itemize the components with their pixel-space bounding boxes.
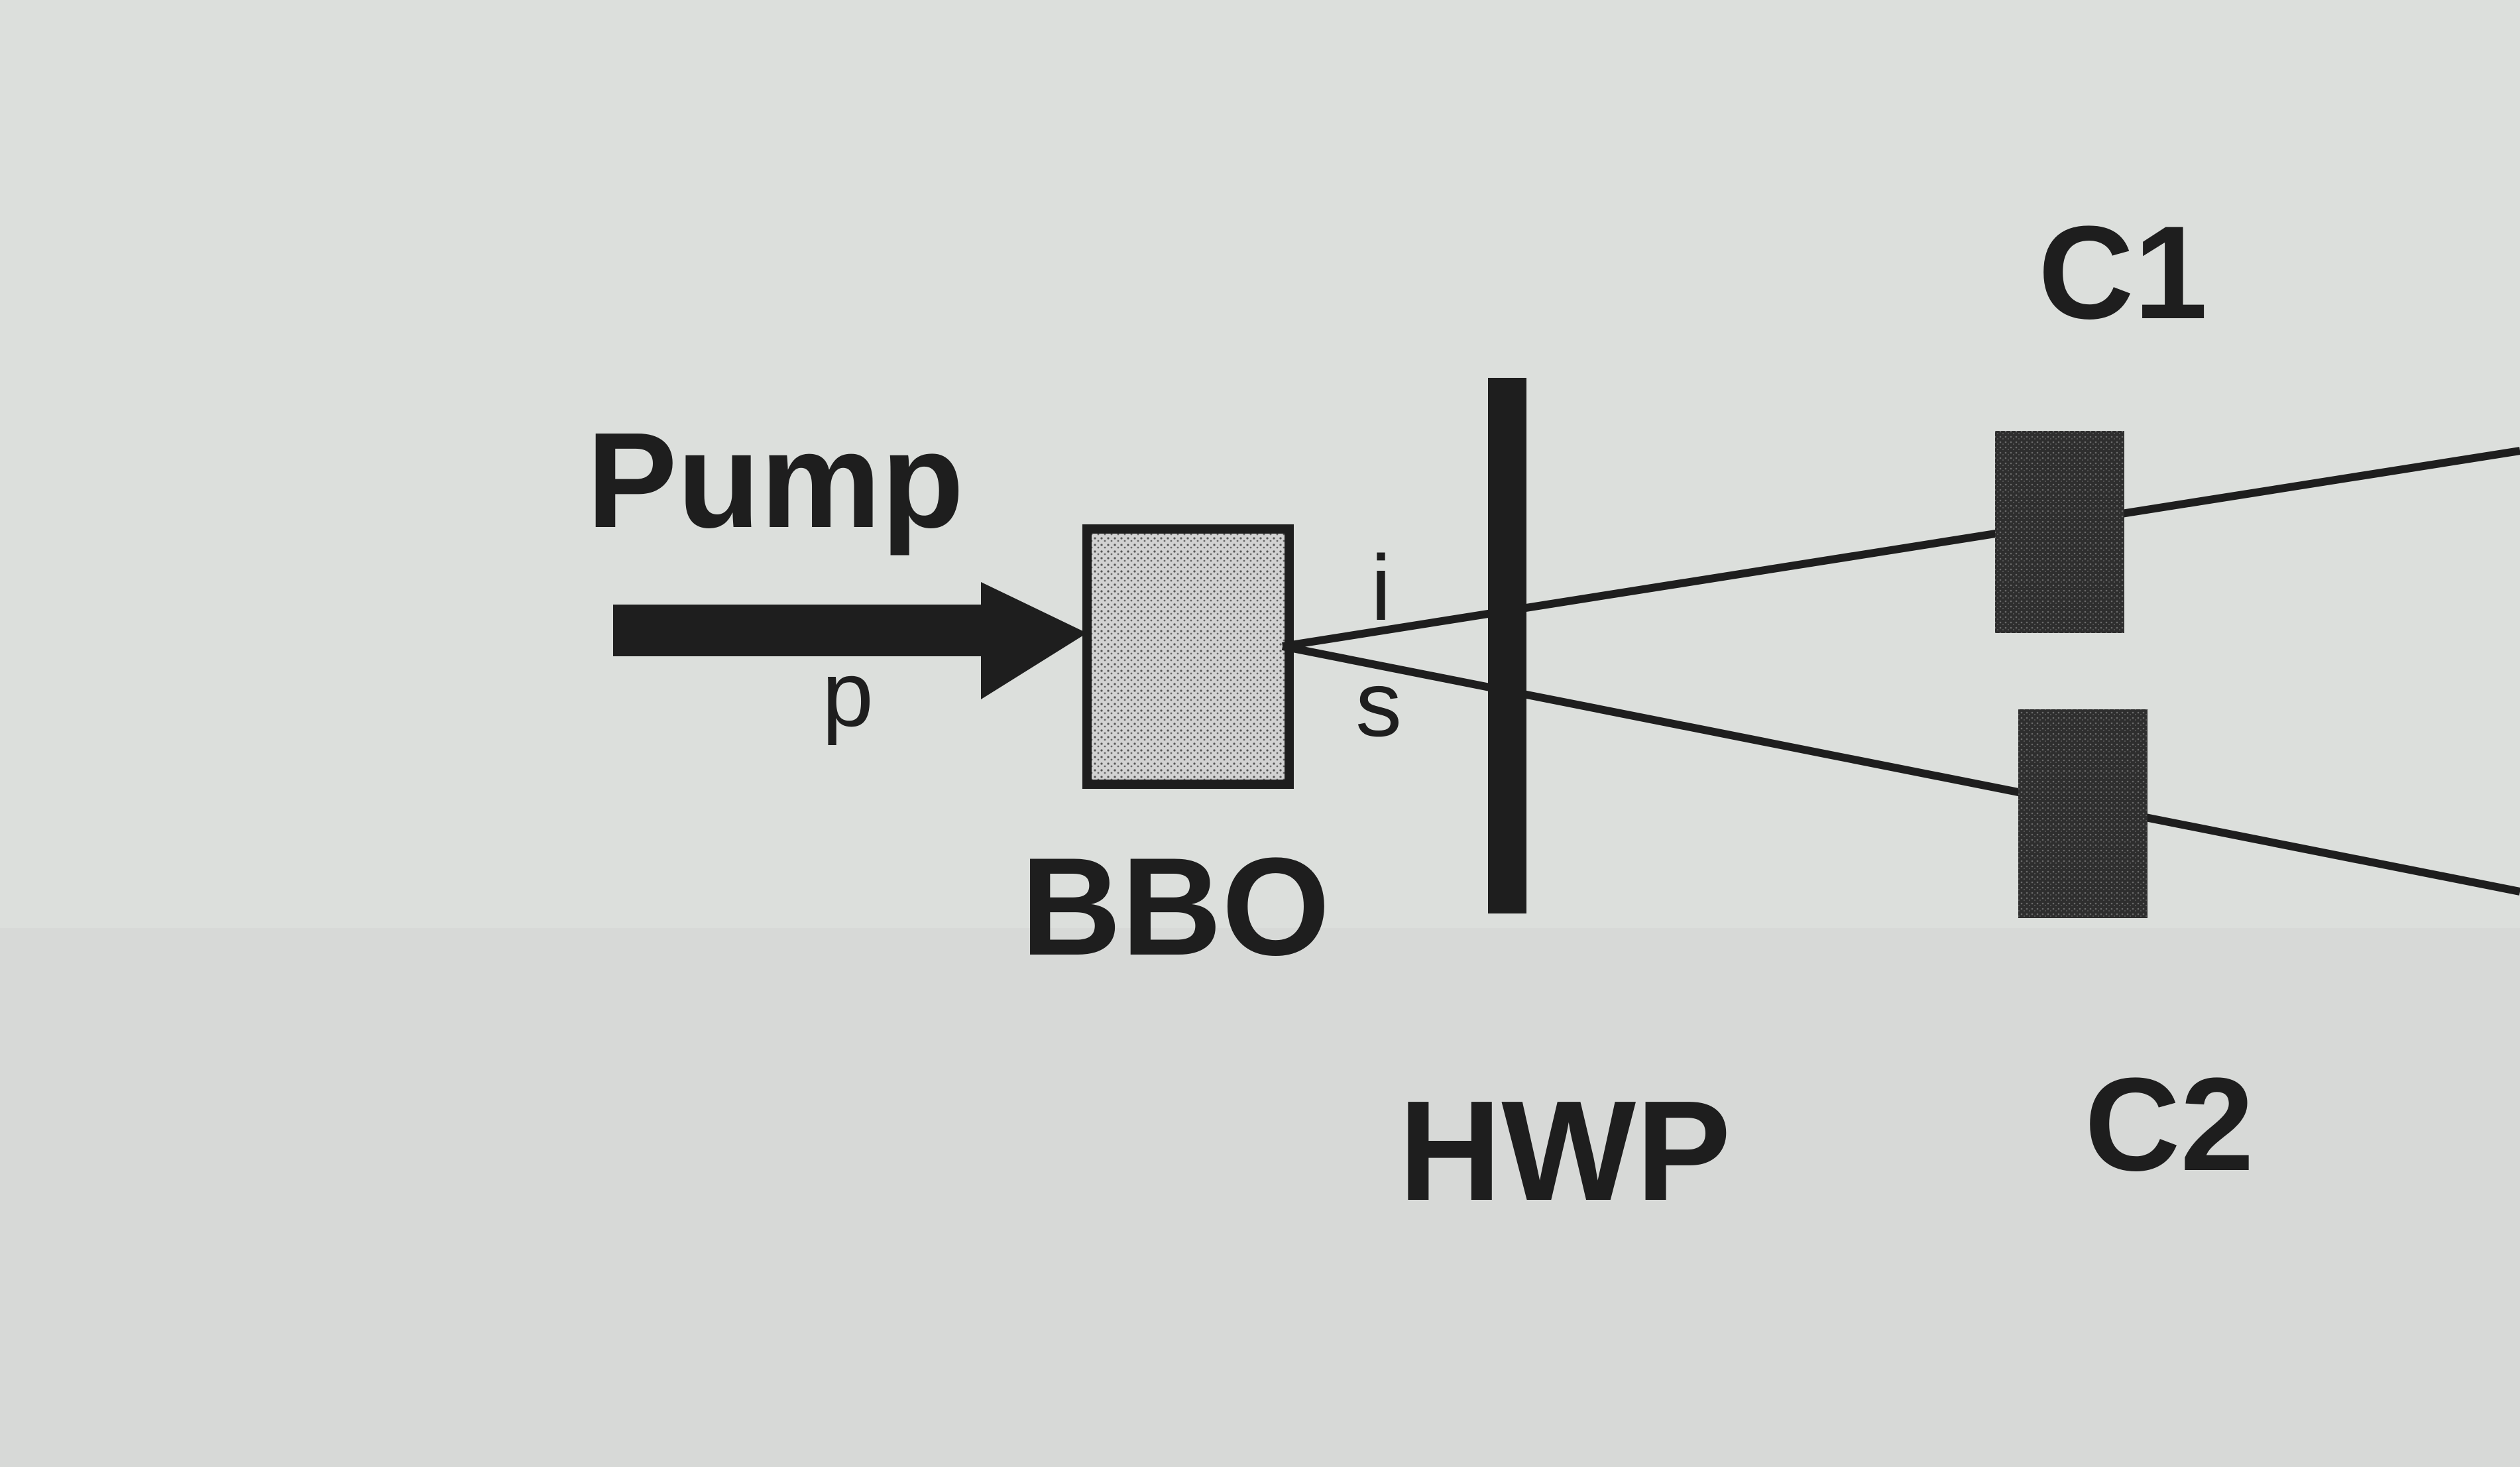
- c1-label: C1: [2038, 199, 2208, 347]
- pump-polarization-label: p: [822, 642, 874, 746]
- paper-shade: [0, 928, 2520, 1467]
- c2-label: C2: [2085, 1051, 2254, 1199]
- pump-arrow-head: [981, 582, 1087, 699]
- signal-label: s: [1355, 652, 1402, 756]
- bbo-label: BBO: [1021, 829, 1330, 984]
- idler-label: i: [1371, 536, 1391, 640]
- half-wave-plate: [1488, 378, 1526, 913]
- pump-arrow-shaft: [613, 605, 998, 656]
- detector-c1: [1995, 431, 2124, 633]
- detector-c2: [2018, 709, 2148, 918]
- hwp-label: HWP: [1399, 1071, 1731, 1230]
- bbo-crystal: [1082, 524, 1294, 789]
- pump-label: Pump: [587, 404, 964, 556]
- pump-arrow: [613, 582, 1087, 699]
